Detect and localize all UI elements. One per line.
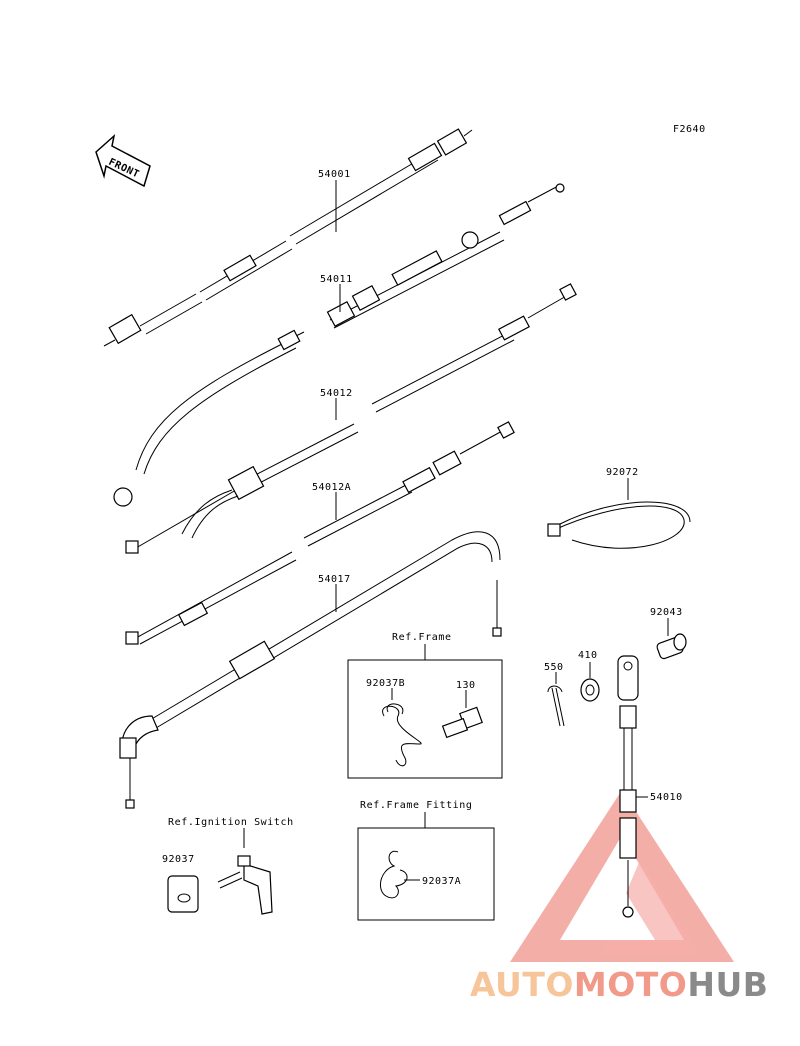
part-label-92037A: 92037A: [422, 876, 461, 887]
ref-frame-label: Ref.Frame: [392, 632, 452, 643]
rod-54010: [617, 655, 648, 918]
part-label-54011: 54011: [320, 274, 353, 285]
front-arrow-icon: FRONT: [95, 133, 151, 188]
cable-54001: [103, 128, 473, 347]
part-label-550: 550: [544, 662, 564, 673]
cable-54017: [119, 531, 502, 809]
part-label-410: 410: [578, 650, 598, 661]
part-label-92043: 92043: [650, 607, 683, 618]
watermark-logo-icon: [510, 790, 734, 962]
ref-frame-fitting-label: Ref.Frame Fitting: [360, 800, 473, 811]
part-label-54017: 54017: [318, 574, 351, 585]
part-label-54010: 54010: [650, 792, 683, 803]
diagram-code: F2640: [673, 124, 706, 135]
part-label-54012: 54012: [320, 388, 353, 399]
watermark-moto: MOTO: [574, 965, 687, 1004]
watermark-text: AUTOMOTOHUB: [470, 965, 768, 1004]
part-label-130: 130: [456, 680, 476, 691]
watermark-auto: AUTO: [470, 965, 574, 1004]
ref-frame-fitting-box: Ref.Frame Fitting: [357, 800, 495, 921]
ref-ignition-label: Ref.Ignition Switch: [168, 817, 294, 828]
ref-frame-box: Ref.Frame: [347, 632, 503, 779]
part-label-92072: 92072: [606, 467, 639, 478]
tie-92072: [547, 478, 691, 549]
part-label-54001: 54001: [318, 169, 351, 180]
cable-54012A: [125, 421, 515, 554]
cable-54012: [113, 283, 577, 507]
cable-54011: [295, 183, 565, 337]
watermark-hub: HUB: [687, 965, 768, 1004]
cotter-pin-550: [547, 672, 565, 727]
ref-ignition-group: Ref.Ignition Switch: [167, 817, 294, 915]
part-label-92037B: 92037B: [366, 678, 405, 689]
washer-410: [580, 662, 600, 702]
part-label-92037: 92037: [162, 854, 195, 865]
pin-92043: [656, 618, 687, 660]
part-label-54012A: 54012A: [312, 482, 351, 493]
